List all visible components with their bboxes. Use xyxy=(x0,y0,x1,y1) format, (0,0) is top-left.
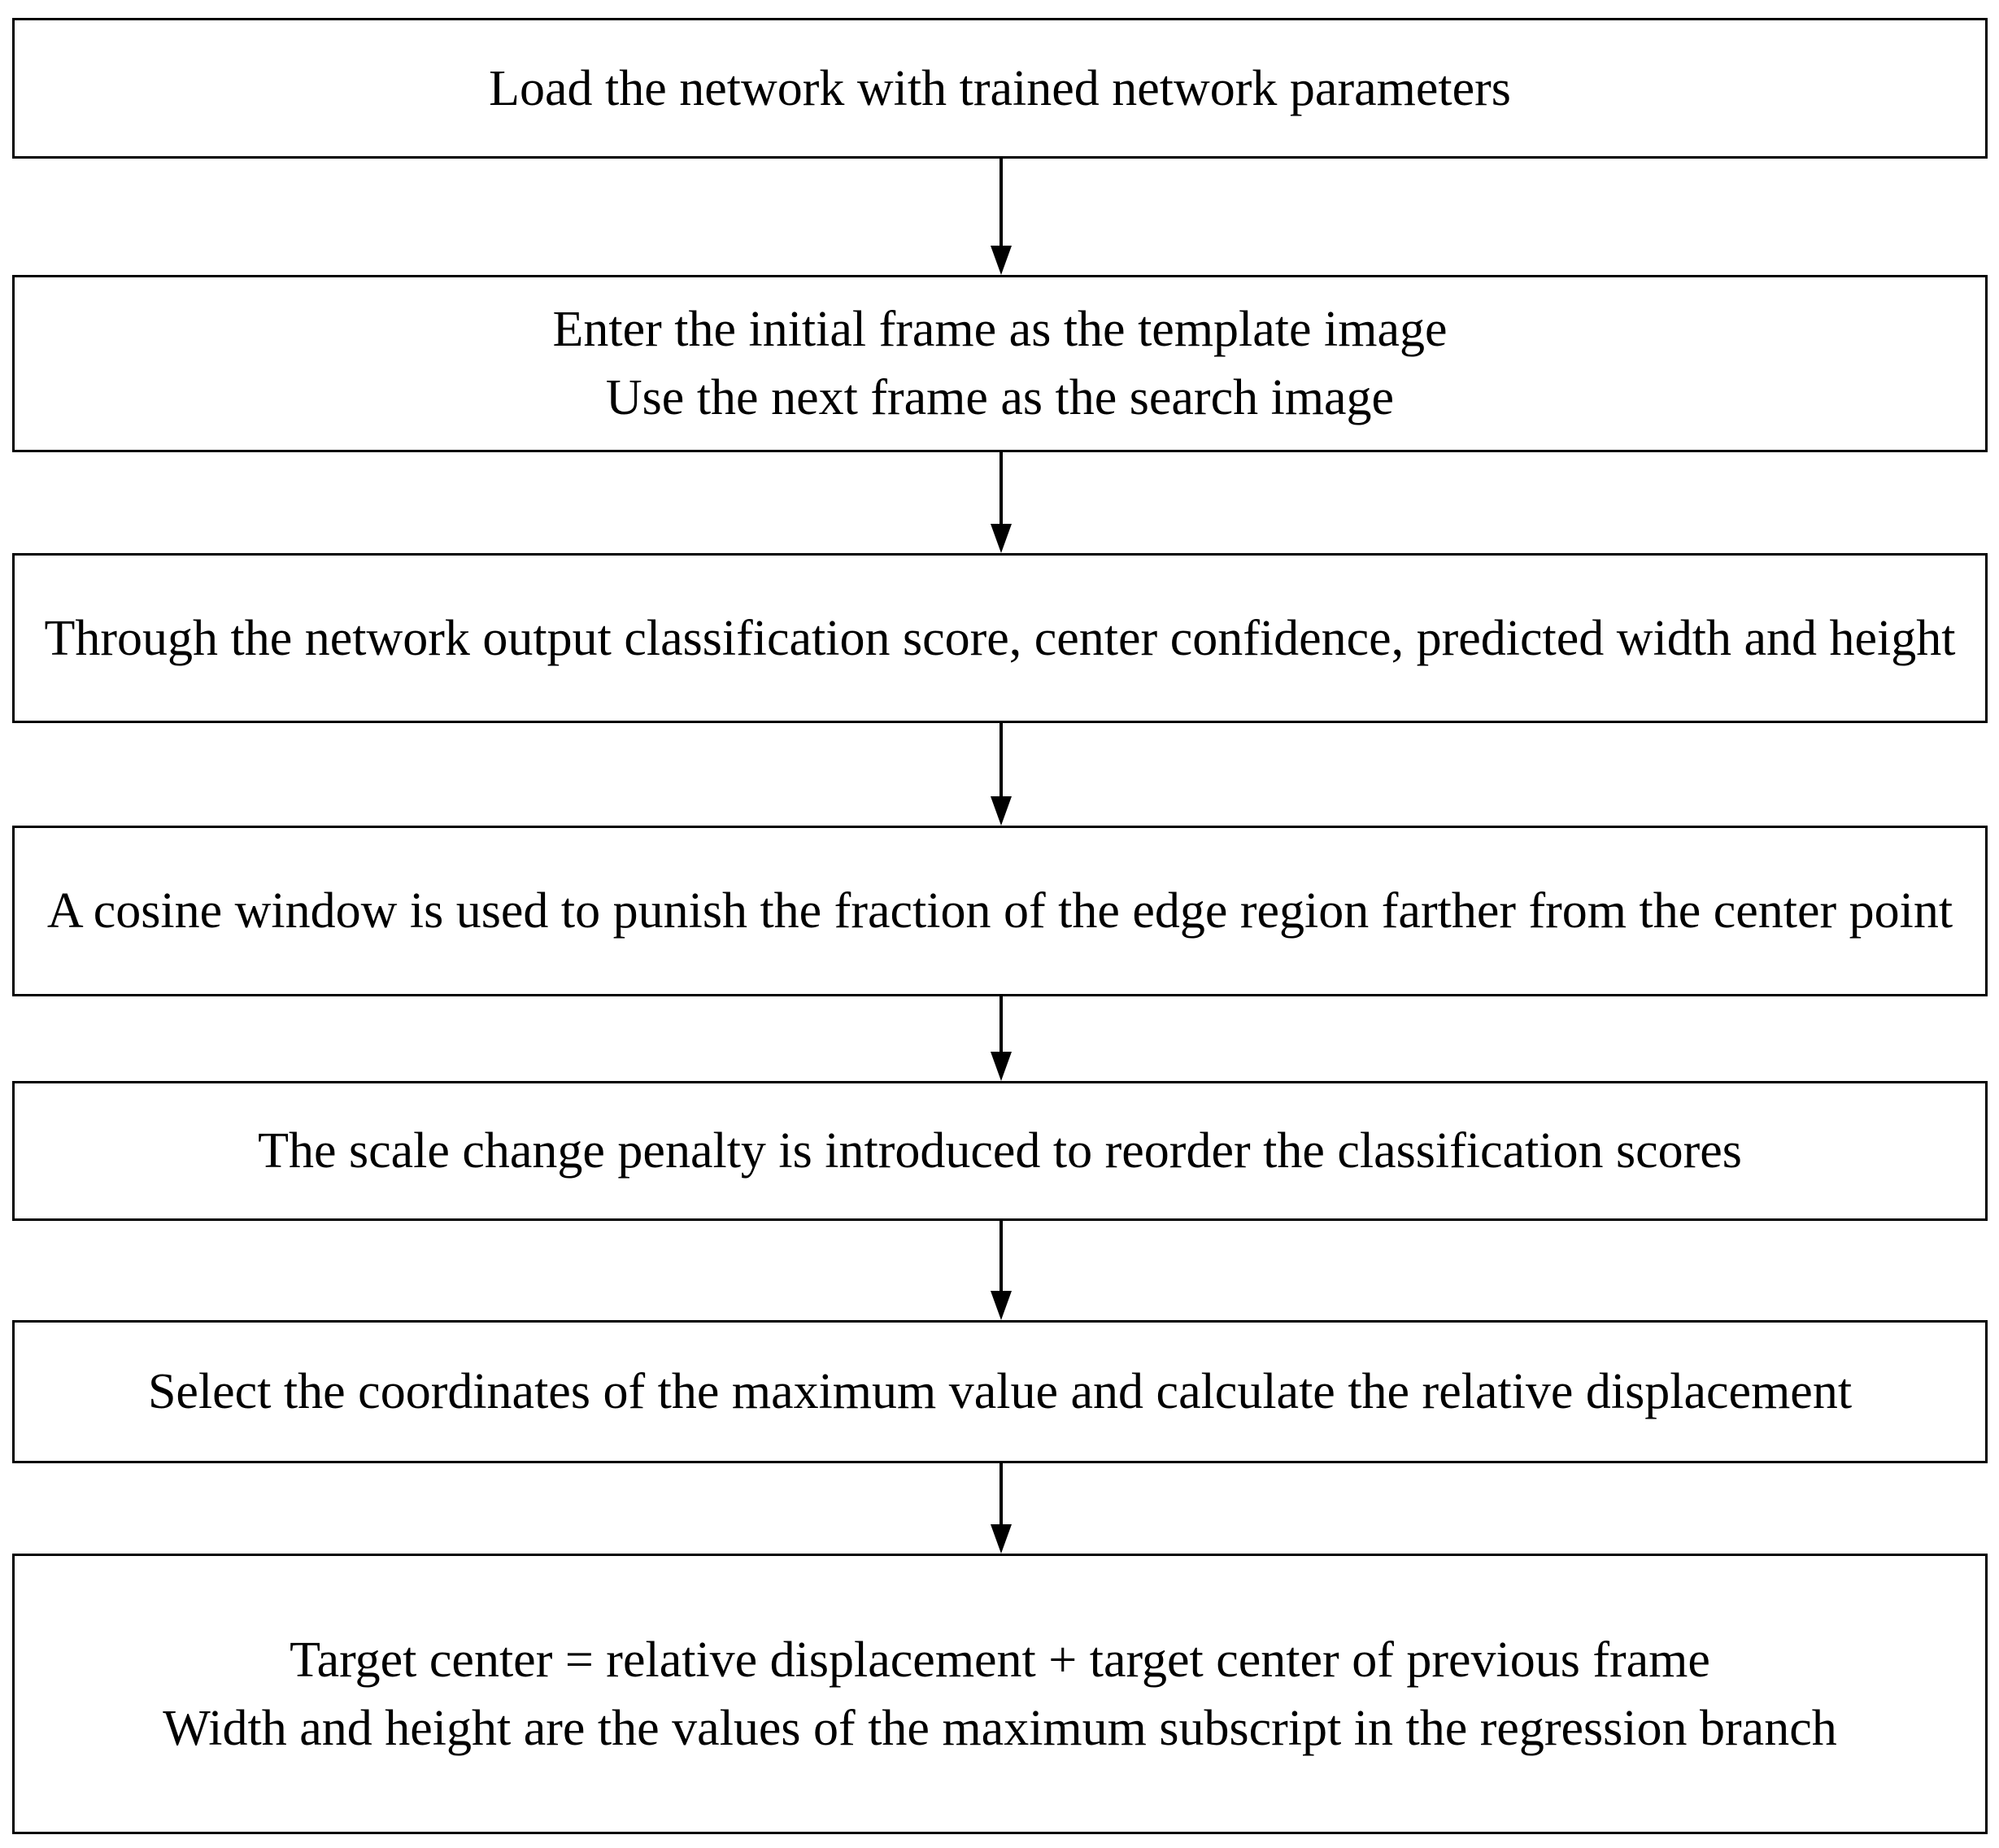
step-text: Enter the initial frame as the template … xyxy=(552,302,1448,357)
arrow-head xyxy=(991,524,1012,553)
step-box-select-max: Select the coordinates of the maximum va… xyxy=(12,1320,1988,1463)
arrow-down xyxy=(991,723,1012,826)
step-text: The scale change penalty is introduced t… xyxy=(258,1123,1742,1179)
step-box-network-output: Through the network output classificatio… xyxy=(12,553,1988,723)
step-text: Through the network output classificatio… xyxy=(44,610,1956,666)
arrow-shaft xyxy=(1000,723,1003,799)
arrow-head xyxy=(991,1524,1012,1554)
step-box-cosine-window: A cosine window is used to punish the fr… xyxy=(12,826,1988,996)
arrow-down xyxy=(991,159,1012,275)
step-box-target-center: Target center = relative displacement + … xyxy=(12,1554,1988,1834)
arrow-down xyxy=(991,1221,1012,1320)
step-text: A cosine window is used to punish the fr… xyxy=(46,883,1953,939)
arrow-head xyxy=(991,796,1012,826)
arrow-head xyxy=(991,1291,1012,1320)
step-text: Use the next frame as the search image xyxy=(605,370,1395,425)
arrow-head xyxy=(991,1052,1012,1081)
step-box-load-network: Load the network with trained network pa… xyxy=(12,18,1988,159)
arrow-down xyxy=(991,996,1012,1081)
arrow-shaft xyxy=(1000,1221,1003,1293)
step-box-enter-frames: Enter the initial frame as the template … xyxy=(12,275,1988,452)
arrow-head xyxy=(991,246,1012,275)
step-text: Width and height are the values of the m… xyxy=(163,1700,1837,1756)
step-box-scale-penalty: The scale change penalty is introduced t… xyxy=(12,1081,1988,1221)
arrow-down xyxy=(991,452,1012,553)
arrow-down xyxy=(991,1463,1012,1554)
arrow-shaft xyxy=(1000,452,1003,526)
step-text: Select the coordinates of the maximum va… xyxy=(147,1364,1853,1419)
arrow-shaft xyxy=(1000,1463,1003,1527)
arrow-shaft xyxy=(1000,159,1003,248)
step-text: Target center = relative displacement + … xyxy=(290,1632,1710,1688)
arrow-shaft xyxy=(1000,996,1003,1054)
step-text: Load the network with trained network pa… xyxy=(489,60,1511,116)
